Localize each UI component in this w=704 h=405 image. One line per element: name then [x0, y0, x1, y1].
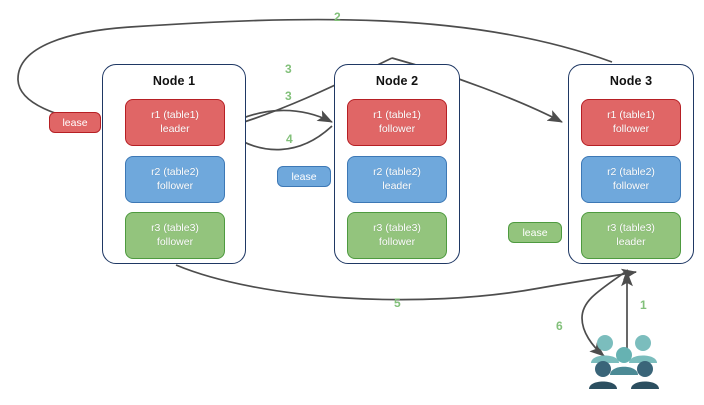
replica-role: follower — [156, 235, 194, 248]
replica-role: leader — [160, 122, 190, 135]
edge-2-path — [17, 18, 613, 127]
replica-role: follower — [378, 235, 416, 248]
replica-n2r3[interactable]: r3 (table3) follower — [347, 212, 447, 259]
replica-n2r1[interactable]: r1 (table1) follower — [347, 99, 447, 146]
step-label-6: 6 — [556, 319, 563, 333]
replica-name: r2 (table2) — [151, 166, 199, 178]
node-title-node1: Node 1 — [152, 74, 196, 88]
edge-5-path — [175, 264, 638, 301]
replica-role: follower — [156, 179, 194, 192]
step-label-2: 2 — [334, 10, 341, 24]
step-label-1: 1 — [640, 298, 647, 312]
replica-name: r3 (table3) — [151, 222, 199, 234]
node-container-node1[interactable]: Node 1 r1 (table1) leader r2 (table2) fo… — [102, 64, 246, 264]
replica-name: r3 (table3) — [607, 222, 655, 234]
node-title-node3: Node 3 — [609, 74, 653, 88]
replica-name: r2 (table2) — [607, 166, 655, 178]
people-icon — [589, 335, 659, 389]
node-title-node2: Node 2 — [375, 74, 419, 88]
node-container-node2[interactable]: Node 2 r1 (table1) follower r2 (table2) … — [334, 64, 460, 264]
step-label-3-upper: 3 — [285, 62, 292, 76]
replica-name: r1 (table1) — [607, 109, 655, 121]
replica-n1r1[interactable]: r1 (table1) leader — [125, 99, 225, 146]
replica-n3r2[interactable]: r2 (table2) follower — [581, 156, 681, 203]
replica-role: follower — [612, 179, 650, 192]
replica-name: r2 (table2) — [373, 166, 421, 178]
replica-n1r3[interactable]: r3 (table3) follower — [125, 212, 225, 259]
step-label-4: 4 — [286, 132, 293, 146]
step-label-5: 5 — [394, 296, 401, 310]
lease-chip-green[interactable]: lease — [508, 222, 562, 243]
replica-role: leader — [382, 179, 412, 192]
replica-name: r1 (table1) — [373, 109, 421, 121]
replica-name: r3 (table3) — [373, 222, 421, 234]
replica-n1r2[interactable]: r2 (table2) follower — [125, 156, 225, 203]
edge-6-path — [581, 269, 629, 357]
replica-n3r3[interactable]: r3 (table3) leader — [581, 212, 681, 259]
step-label-3-lower: 3 — [285, 89, 292, 103]
replica-n3r1[interactable]: r1 (table1) follower — [581, 99, 681, 146]
replica-role: follower — [612, 122, 650, 135]
replica-role: follower — [378, 122, 416, 135]
node-container-node3[interactable]: Node 3 r1 (table1) follower r2 (table2) … — [568, 64, 694, 264]
replica-name: r1 (table1) — [151, 109, 199, 121]
lease-chip-red[interactable]: lease — [49, 112, 101, 133]
replica-n2r2[interactable]: r2 (table2) leader — [347, 156, 447, 203]
lease-chip-blue[interactable]: lease — [277, 166, 331, 187]
replica-role: leader — [616, 235, 646, 248]
